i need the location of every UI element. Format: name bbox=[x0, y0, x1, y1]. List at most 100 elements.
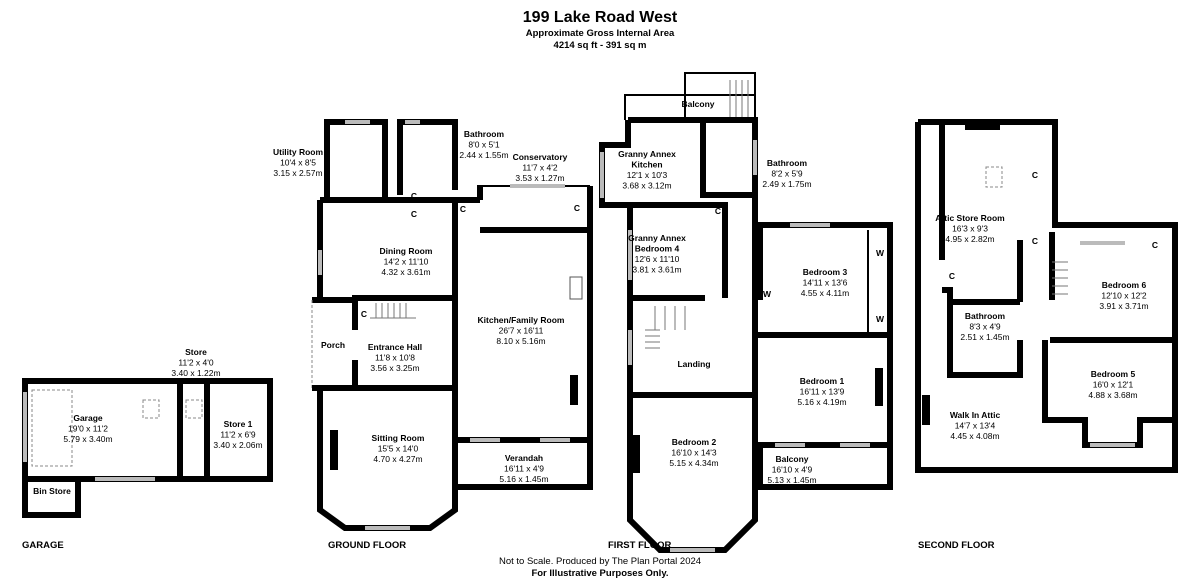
room-dimension: 10'4 x 8'5 bbox=[280, 158, 316, 168]
room-dimension: 3.68 x 3.12m bbox=[622, 181, 671, 191]
room-name: Sitting Room bbox=[372, 433, 425, 443]
room-dimension: 4.32 x 3.61m bbox=[381, 267, 430, 277]
wardrobe-marker: W bbox=[763, 289, 772, 299]
room-dimension: 16'11 x 13'9 bbox=[800, 387, 845, 397]
room-dimension: 8'3 x 4'9 bbox=[969, 322, 1000, 332]
room-dimension: 11'8 x 10'8 bbox=[375, 353, 415, 363]
room-name: Bin Store bbox=[33, 486, 71, 496]
room-name: Landing bbox=[677, 359, 710, 369]
garage-plan bbox=[22, 378, 273, 518]
room-dimension: 3.15 x 2.57m bbox=[273, 168, 322, 178]
room-name: Bathroom bbox=[464, 129, 505, 139]
room-dimension: 5.13 x 1.45m bbox=[767, 475, 816, 485]
room-dimension: 26'7 x 16'11 bbox=[499, 326, 544, 336]
room-dimension: 16'0 x 12'1 bbox=[1093, 380, 1134, 390]
cupboard-marker: C bbox=[574, 203, 580, 213]
floor-name-second: SECOND FLOOR bbox=[918, 540, 995, 551]
room-dimension: 16'10 x 4'9 bbox=[772, 465, 813, 475]
room-dimension: 14'11 x 13'6 bbox=[803, 278, 848, 288]
room-dimension: 3.81 x 3.61m bbox=[632, 265, 681, 275]
cupboard-marker: C bbox=[361, 309, 367, 319]
room-dimension: 4.70 x 4.27m bbox=[373, 454, 422, 464]
cupboard-marker: C bbox=[411, 191, 417, 201]
footer-note: Not to Scale. Produced by The Plan Porta… bbox=[499, 556, 701, 567]
plan-area: 4214 sq ft - 391 sq m bbox=[554, 40, 647, 51]
room-dimension: Bedroom 4 bbox=[635, 244, 680, 254]
cupboard-marker: C bbox=[715, 206, 721, 216]
room-dimension: 5.15 x 4.34m bbox=[669, 458, 718, 468]
room-dimension: 3.56 x 3.25m bbox=[370, 363, 419, 373]
room-dimension: 12'1 x 10'3 bbox=[627, 170, 668, 180]
room-dimension: 4.55 x 4.11m bbox=[801, 288, 850, 298]
room-dimension: 12'10 x 12'2 bbox=[1101, 291, 1147, 301]
room-label: Porch bbox=[321, 340, 345, 350]
room-dimension: Kitchen bbox=[631, 160, 662, 170]
room-dimension: 3.40 x 2.06m bbox=[213, 440, 262, 450]
room-name: Kitchen/Family Room bbox=[478, 315, 565, 325]
room-name: Utility Room bbox=[273, 147, 323, 157]
footer-disclaimer: For Illustrative Purposes Only. bbox=[531, 568, 668, 579]
room-dimension: 12'6 x 11'10 bbox=[635, 254, 680, 264]
room-dimension: 3.53 x 1.27m bbox=[515, 173, 564, 183]
ground-floor-plan bbox=[311, 119, 593, 531]
cupboard-marker: C bbox=[715, 190, 721, 200]
room-dimension: 11'2 x 4'0 bbox=[178, 358, 213, 368]
room-name: Porch bbox=[321, 340, 345, 350]
room-dimension: 8.10 x 5.16m bbox=[496, 336, 545, 346]
floor-name-garage: GARAGE bbox=[22, 540, 64, 551]
room-name: Store bbox=[185, 347, 207, 357]
room-label: Balcony bbox=[681, 99, 714, 109]
room-dimension: 8'0 x 5'1 bbox=[468, 140, 499, 150]
room-dimension: 14'2 x 11'10 bbox=[384, 257, 429, 267]
room-name: Granny Annex bbox=[618, 149, 676, 159]
room-dimension: 14'7 x 13'4 bbox=[955, 421, 996, 431]
room-name: Entrance Hall bbox=[368, 342, 422, 352]
room-name: Dining Room bbox=[380, 246, 433, 256]
room-dimension: 3.40 x 1.22m bbox=[171, 368, 220, 378]
cupboard-marker: C bbox=[1032, 236, 1038, 246]
room-name: Bedroom 3 bbox=[803, 267, 848, 277]
room-dimension: 5.16 x 1.45m bbox=[499, 474, 548, 484]
room-name: Verandah bbox=[505, 453, 543, 463]
cupboard-marker: C bbox=[1152, 240, 1158, 250]
room-dimension: 16'3 x 9'3 bbox=[952, 224, 988, 234]
plan-title: 199 Lake Road West bbox=[523, 9, 678, 26]
room-dimension: 3.91 x 3.71m bbox=[1099, 301, 1148, 311]
room-dimension: 15'5 x 14'0 bbox=[378, 444, 419, 454]
room-name: Bedroom 6 bbox=[1102, 280, 1147, 290]
room-dimension: 16'10 x 14'3 bbox=[671, 448, 717, 458]
room-label: Landing bbox=[677, 359, 710, 369]
room-dimension: 4.95 x 2.82m bbox=[945, 234, 994, 244]
first-floor-plan bbox=[599, 72, 893, 553]
room-dimension: 4.45 x 4.08m bbox=[950, 431, 999, 441]
room-dimension: 5.79 x 3.40m bbox=[63, 434, 112, 444]
cupboard-marker: C bbox=[411, 209, 417, 219]
room-dimension: 8'2 x 5'9 bbox=[771, 169, 802, 179]
room-name: Store 1 bbox=[224, 419, 253, 429]
plan-subtitle: Approximate Gross Internal Area bbox=[526, 28, 675, 39]
room-name: Bathroom bbox=[767, 158, 808, 168]
